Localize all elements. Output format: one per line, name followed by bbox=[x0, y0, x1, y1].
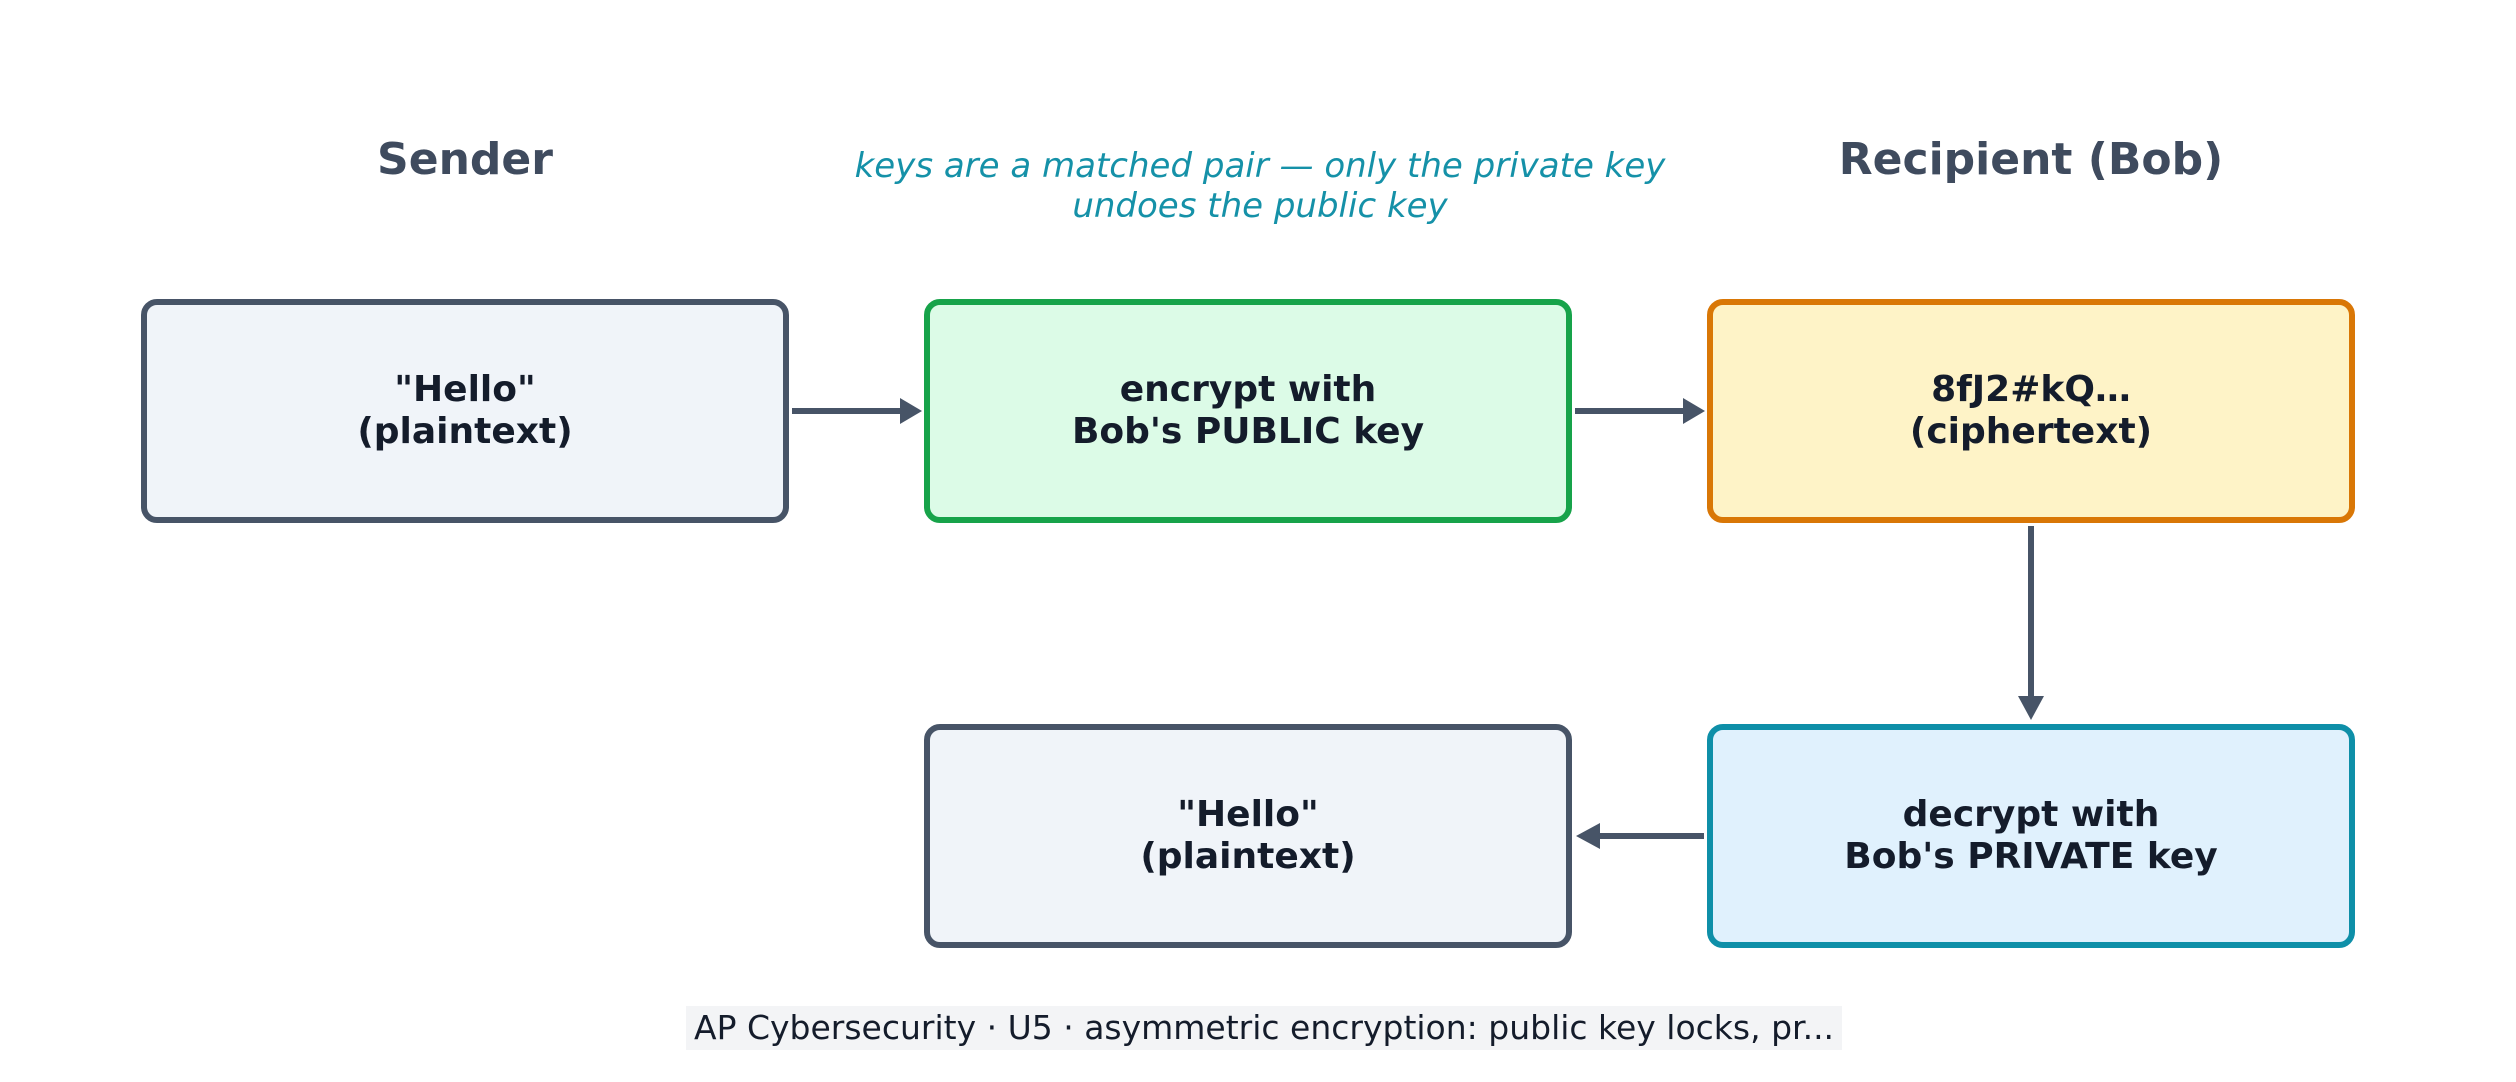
decrypt-sublabel: Bob's PRIVATE key bbox=[1844, 836, 2218, 877]
ciphertext-node: 8fJ2#kQ… (ciphertext) bbox=[1707, 299, 2355, 523]
key-pair-note-line-1: keys are a matched pair — only the priva… bbox=[854, 146, 1666, 186]
arrowhead-plaintext-out bbox=[1576, 823, 1600, 849]
plaintext-output-label: "Hello" bbox=[1177, 794, 1319, 835]
plaintext-output-sublabel: (plaintext) bbox=[1140, 836, 1356, 877]
arrowhead-ciphertext bbox=[1683, 398, 1705, 424]
key-pair-note-line-2: undoes the public key bbox=[1072, 186, 1448, 226]
decrypt-label: decrypt with bbox=[1902, 794, 2160, 835]
sender-heading: Sender bbox=[377, 134, 553, 185]
plaintext-input-sublabel: (plaintext) bbox=[357, 411, 573, 452]
ciphertext-label: 8fJ2#kQ… bbox=[1931, 369, 2131, 410]
encrypt-sublabel: Bob's PUBLIC key bbox=[1071, 411, 1425, 452]
ciphertext-sublabel: (ciphertext) bbox=[1909, 411, 2153, 452]
key-pair-note: keys are a matched pair — only the priva… bbox=[840, 146, 1680, 226]
arrowhead-encrypt bbox=[900, 398, 922, 424]
arrowhead-decrypt bbox=[2018, 696, 2044, 720]
plaintext-input-node: "Hello" (plaintext) bbox=[141, 299, 789, 523]
recipient-heading: Recipient (Bob) bbox=[1838, 134, 2224, 185]
plaintext-output-node: "Hello" (plaintext) bbox=[924, 724, 1572, 948]
decrypt-private-key-node: decrypt with Bob's PRIVATE key bbox=[1707, 724, 2355, 948]
plaintext-input-label: "Hello" bbox=[394, 369, 536, 410]
footer-caption: AP Cybersecurity · U5 · asymmetric encry… bbox=[686, 1006, 1843, 1050]
encrypt-public-key-node: encrypt with Bob's PUBLIC key bbox=[924, 299, 1572, 523]
encrypt-label: encrypt with bbox=[1119, 369, 1377, 410]
